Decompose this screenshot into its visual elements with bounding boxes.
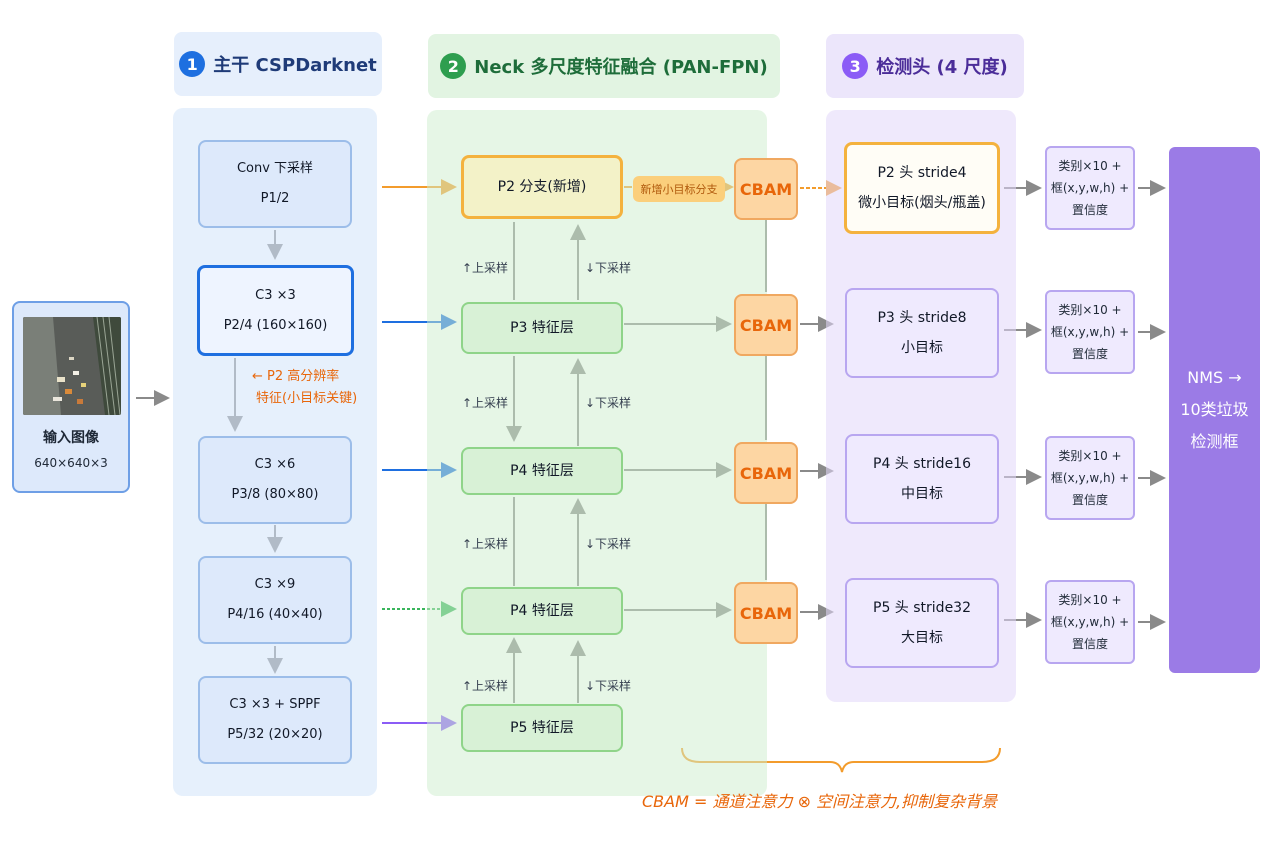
block-label: P4 特征层: [510, 463, 574, 479]
block-scale: P2/4 (160×160): [223, 317, 328, 333]
block-scale: P5/32 (20×20): [227, 727, 323, 742]
output-confidence: 置信度: [1071, 637, 1108, 651]
head-label: P2 头 stride4: [877, 165, 967, 181]
input-image-thumbnail: [23, 317, 121, 415]
block-scale: P3/8 (80×80): [231, 487, 319, 502]
backbone-title: 主干 CSPDarknet: [213, 55, 377, 76]
backbone-block-c3-p2: C3 ×3 P2/4 (160×160): [197, 265, 354, 356]
head-title: 检测头 (4 尺度): [876, 57, 1008, 78]
output-class: 类别×10 +: [1058, 593, 1122, 607]
neck-block-p3: P3 特征层: [461, 302, 623, 354]
head-label: P5 头 stride32: [873, 600, 971, 616]
block-label: C3 ×9: [254, 577, 296, 592]
head-block-p4: P4 头 stride16 中目标: [845, 434, 999, 524]
block-scale: P1/2: [260, 191, 290, 206]
backbone-header: 1 主干 CSPDarknet: [174, 32, 382, 96]
head-target: 微小目标(烟头/瓶盖): [858, 195, 986, 211]
nms-block: NMS → 10类垃圾 检测框: [1169, 147, 1260, 673]
output-class: 类别×10 +: [1058, 303, 1122, 317]
neck-block-p4-b: P4 特征层: [461, 587, 623, 635]
output-box: 框(x,y,w,h) +: [1050, 615, 1130, 629]
input-title: 输入图像: [43, 430, 99, 446]
downsample-label: ↓下采样: [585, 396, 632, 410]
block-label: P4 特征层: [510, 603, 574, 619]
p2-note-line2: 特征(小目标关键): [256, 391, 358, 406]
upsample-label: ↑上采样: [462, 679, 509, 693]
cbam-block-p4-a: CBAM: [734, 442, 798, 504]
downsample-label: ↓下采样: [585, 537, 632, 551]
neck-block-p4-a: P4 特征层: [461, 447, 623, 495]
neck-title: Neck 多尺度特征融合 (PAN-FPN): [474, 57, 768, 78]
nms-classes: 10类垃圾: [1180, 400, 1249, 419]
cbam-block-p3: CBAM: [734, 294, 798, 356]
street-scene-image: [23, 317, 121, 415]
head-label: P4 头 stride16: [873, 456, 971, 472]
output-class: 类别×10 +: [1058, 159, 1122, 173]
block-label: P5 特征层: [510, 720, 574, 736]
block-scale: P4/16 (40×40): [227, 607, 323, 622]
head-output-p4: 类别×10 + 框(x,y,w,h) + 置信度: [1045, 436, 1135, 520]
block-label: P2 分支(新增): [497, 179, 587, 195]
downsample-label: ↓下采样: [585, 679, 632, 693]
output-confidence: 置信度: [1071, 493, 1108, 507]
backbone-block-c3-sppf: C3 ×3 + SPPF P5/32 (20×20): [198, 676, 352, 764]
neck-block-p5: P5 特征层: [461, 704, 623, 752]
head-target: 中目标: [901, 486, 943, 502]
head-target: 小目标: [901, 340, 943, 356]
head-output-p3: 类别×10 + 框(x,y,w,h) + 置信度: [1045, 290, 1135, 374]
block-label: C3 ×3 + SPPF: [229, 697, 321, 712]
neck-header: 2 Neck 多尺度特征融合 (PAN-FPN): [428, 34, 780, 98]
head-block-p2: P2 头 stride4 微小目标(烟头/瓶盖): [844, 142, 1000, 234]
section-number-3: 3: [842, 53, 869, 79]
nms-boxes: 检测框: [1190, 432, 1239, 451]
block-label: P3 特征层: [510, 320, 574, 336]
upsample-label: ↑上采样: [462, 261, 509, 275]
upsample-label: ↑上采样: [462, 396, 509, 410]
output-box: 框(x,y,w,h) +: [1050, 181, 1130, 195]
backbone-block-conv: Conv 下采样 P1/2: [198, 140, 352, 228]
block-label: Conv 下采样: [236, 161, 314, 176]
neck-block-p2-branch: P2 分支(新增): [461, 155, 623, 219]
p2-note: ← P2 高分辨率 特征(小目标关键): [252, 366, 357, 410]
block-label: C3 ×3: [255, 287, 296, 303]
output-box: 框(x,y,w,h) +: [1050, 325, 1130, 339]
cbam-block-p4-b: CBAM: [734, 582, 798, 644]
nms-label: NMS →: [1187, 368, 1242, 387]
block-label: C3 ×6: [254, 457, 296, 472]
output-confidence: 置信度: [1071, 203, 1108, 217]
head-output-p2: 类别×10 + 框(x,y,w,h) + 置信度: [1045, 146, 1135, 230]
head-header: 3 检测头 (4 尺度): [826, 34, 1024, 98]
new-branch-tag: 新增小目标分支: [633, 176, 725, 202]
output-box: 框(x,y,w,h) +: [1050, 471, 1130, 485]
backbone-block-c3-p3: C3 ×6 P3/8 (80×80): [198, 436, 352, 524]
p2-note-line1: ← P2 高分辨率: [252, 369, 340, 384]
head-label: P3 头 stride8: [877, 310, 967, 326]
section-number-2: 2: [440, 53, 467, 79]
downsample-label: ↓下采样: [585, 261, 632, 275]
head-target: 大目标: [901, 630, 943, 646]
cbam-block-p2: CBAM: [734, 158, 798, 220]
backbone-block-c3-p4: C3 ×9 P4/16 (40×40): [198, 556, 352, 644]
upsample-label: ↑上采样: [462, 537, 509, 551]
cbam-footnote: CBAM = 通道注意力 ⊗ 空间注意力,抑制复杂背景: [642, 792, 998, 811]
output-confidence: 置信度: [1071, 347, 1108, 361]
output-class: 类别×10 +: [1058, 449, 1122, 463]
head-output-p5: 类别×10 + 框(x,y,w,h) + 置信度: [1045, 580, 1135, 664]
input-image-block: 输入图像 640×640×3: [12, 301, 130, 493]
input-size: 640×640×3: [34, 456, 108, 470]
head-block-p3: P3 头 stride8 小目标: [845, 288, 999, 378]
head-block-p5: P5 头 stride32 大目标: [845, 578, 999, 668]
section-number-1: 1: [179, 51, 206, 77]
